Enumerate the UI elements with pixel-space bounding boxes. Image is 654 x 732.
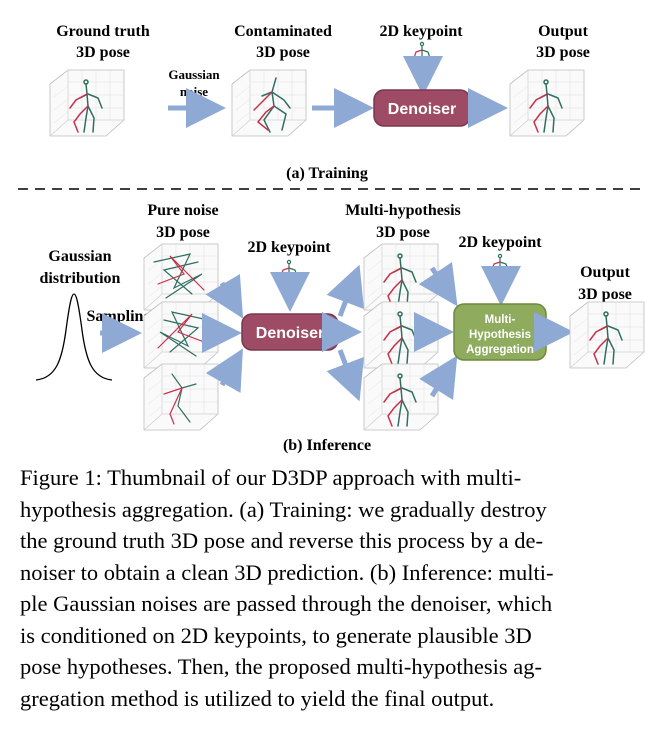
subcaption-training: (a) Training: [286, 165, 368, 182]
keypoint-2d-a: [413, 41, 431, 71]
gaussian-noise-label-1: Gaussian: [168, 67, 220, 82]
caption-line-4: noiser to obtain a clean 3D prediction. …: [20, 559, 554, 585]
keypoint-label-b2: 2D keypoint: [458, 234, 542, 251]
subcaption-inference: (b) Inference: [283, 437, 371, 454]
caption-line-8: gregation method is utilized to yield th…: [20, 685, 495, 711]
arrow-agg-1: [418, 261, 458, 307]
figure-caption: Figure 1: Thumbnail of our D3DP approach…: [20, 462, 636, 714]
noise-pose-1: [143, 243, 219, 311]
hypothesis-pose-1: [363, 243, 439, 311]
contaminated-pose: [231, 69, 307, 137]
caption-line-7: pose hypotheses. Then, the proposed mult…: [20, 654, 543, 679]
aggregation-label-1: Multi-: [485, 314, 516, 326]
arrow-noise-1: [205, 273, 244, 319]
output-label-b-1: Output: [580, 264, 630, 281]
caption-line-2: hypothesis aggregation. (a) Training: we…: [20, 496, 547, 522]
hypothesis-pose-2: [363, 301, 439, 369]
keypoint-label-b1: 2D keypoint: [247, 239, 331, 256]
denoiser-label-b: Denoiser: [256, 325, 324, 342]
multi-hyp-label-1: Multi-hypothesis: [345, 202, 461, 219]
ground-truth-label-1: Ground truth: [56, 23, 150, 40]
arrow-agg-3: [419, 355, 458, 401]
contaminated-label-2: 3D pose: [256, 44, 310, 61]
arrow-hyp-1: [326, 264, 365, 317]
gaussian-curve: [35, 293, 113, 381]
output-label-b-2: 3D pose: [578, 286, 632, 303]
keypoint-2d-b1: [280, 259, 298, 289]
gaussian-noise-label-2: noise: [180, 84, 208, 99]
output-label-a-1: Output: [538, 23, 588, 40]
aggregation-label-2: Hypothesis: [469, 329, 531, 341]
output-label-a-2: 3D pose: [536, 44, 590, 61]
multi-hyp-label-2: 3D pose: [376, 224, 430, 241]
pure-noise-label-1: Pure noise: [147, 202, 218, 219]
sampling-label: Sampling: [87, 308, 152, 325]
keypoint-label-a: 2D keypoint: [379, 23, 463, 40]
hypothesis-pose-3: [363, 363, 439, 431]
caption-line-5: ple Gaussian noises are passed through t…: [20, 591, 553, 616]
denoiser-label-a: Denoiser: [388, 101, 456, 118]
arrow-noise-3: [205, 348, 243, 393]
gaussian-distribution-label-2: distribution: [40, 270, 121, 287]
pure-noise-label-2: 3D pose: [156, 224, 210, 241]
arrow-hyp-3: [326, 349, 365, 402]
contaminated-label-1: Contaminated: [234, 23, 332, 40]
aggregation-label-3: Aggregation: [466, 344, 534, 356]
ground-truth-pose: [49, 69, 125, 137]
caption-line-3: the ground truth 3D pose and reverse thi…: [20, 528, 543, 553]
output-pose-b: [569, 301, 645, 369]
noise-pose-3: [143, 363, 219, 431]
d3dp-diagram: Ground truth 3D pose Gaussian noise Cont…: [18, 23, 645, 454]
caption-line-1: Figure 1: Thumbnail of our D3DP approach…: [20, 465, 522, 490]
output-pose-a: [509, 69, 585, 137]
noise-pose-2: [143, 301, 219, 369]
ground-truth-label-2: 3D pose: [76, 44, 130, 61]
keypoint-2d-b2: [491, 253, 509, 283]
caption-line-6: is conditioned on 2D keypoints, to gener…: [20, 622, 532, 648]
gaussian-distribution-label-1: Gaussian: [48, 248, 111, 265]
